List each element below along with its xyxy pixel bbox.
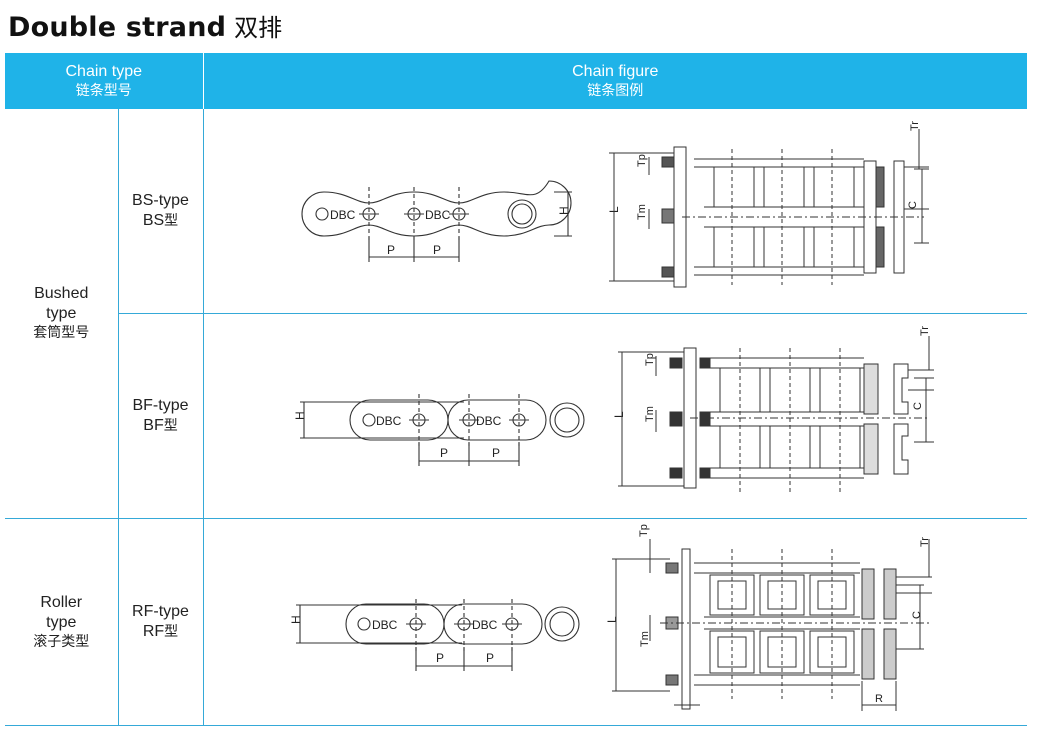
r-label: R bbox=[875, 693, 883, 705]
bs-chain-figure: DBC DBC P P H L bbox=[300, 121, 929, 288]
rf-chain-figure: DBC DBC P P H L bbox=[289, 524, 932, 711]
dbc-label: DBC bbox=[425, 208, 451, 222]
pitch-label: P bbox=[387, 243, 395, 257]
dbc-label: DBC bbox=[372, 618, 398, 632]
pitch-label: P bbox=[440, 446, 448, 460]
pitch-label: P bbox=[436, 651, 444, 665]
header-chain-figure: Chain figure 链条图例 bbox=[203, 53, 1027, 109]
tr-label: Tr bbox=[919, 326, 931, 336]
page-title: Double strand 双排 bbox=[8, 8, 282, 46]
dbc-label: DBC bbox=[376, 414, 402, 428]
page-title-cn: 双排 bbox=[234, 14, 283, 42]
dbc-label: DBC bbox=[476, 414, 502, 428]
height-label: H bbox=[289, 615, 303, 624]
tr-label: Tr bbox=[909, 121, 921, 131]
pitch-label: P bbox=[486, 651, 494, 665]
page-title-en: Double strand bbox=[8, 12, 227, 43]
height-label: H bbox=[293, 411, 307, 420]
type-bs: BS-type BS型 bbox=[118, 109, 204, 314]
chain-spec-table: Chain type 链条型号 Chain figure 链条图例 Bushed… bbox=[5, 53, 1027, 726]
c-label: C bbox=[911, 611, 923, 619]
tm-label: Tm bbox=[639, 631, 651, 647]
table-row: Roller type 滚子类型 RF-type RF型 bbox=[5, 518, 1027, 726]
table-header-row: Chain type 链条型号 Chain figure 链条图例 bbox=[5, 53, 1027, 109]
type-bf: BF-type BF型 bbox=[118, 313, 204, 519]
pitch-label: P bbox=[492, 446, 500, 460]
tp-label: Tp bbox=[644, 353, 656, 366]
height-label: H bbox=[557, 206, 571, 215]
pitch-label: P bbox=[433, 243, 441, 257]
length-label: L bbox=[612, 411, 626, 418]
dbc-label: DBC bbox=[330, 208, 356, 222]
tm-label: Tm bbox=[636, 204, 648, 220]
tr-label: Tr bbox=[919, 537, 931, 547]
dbc-label: DBC bbox=[472, 618, 498, 632]
group-bushed: Bushed type 套筒型号 bbox=[5, 109, 119, 519]
bf-chain-figure: DBC DBC P P H L bbox=[293, 326, 934, 492]
figure-bs: DBC DBC P P H L bbox=[203, 109, 1027, 314]
tp-label: Tp bbox=[638, 524, 650, 537]
figure-rf: DBC DBC P P H L bbox=[203, 518, 1027, 726]
tp-label: Tp bbox=[636, 154, 648, 167]
group-roller: Roller type 滚子类型 bbox=[5, 518, 119, 726]
tm-label: Tm bbox=[644, 406, 656, 422]
table-row: BF-type BF型 bbox=[5, 313, 1027, 519]
c-label: C bbox=[907, 201, 919, 209]
length-label: L bbox=[605, 616, 619, 623]
c-label: C bbox=[912, 402, 924, 410]
figure-bf: DBC DBC P P H L bbox=[203, 313, 1027, 519]
header-chain-type: Chain type 链条型号 bbox=[5, 53, 204, 109]
type-rf: RF-type RF型 bbox=[118, 518, 204, 726]
table-row: Bushed type 套筒型号 BS-type BS型 bbox=[5, 109, 1027, 519]
